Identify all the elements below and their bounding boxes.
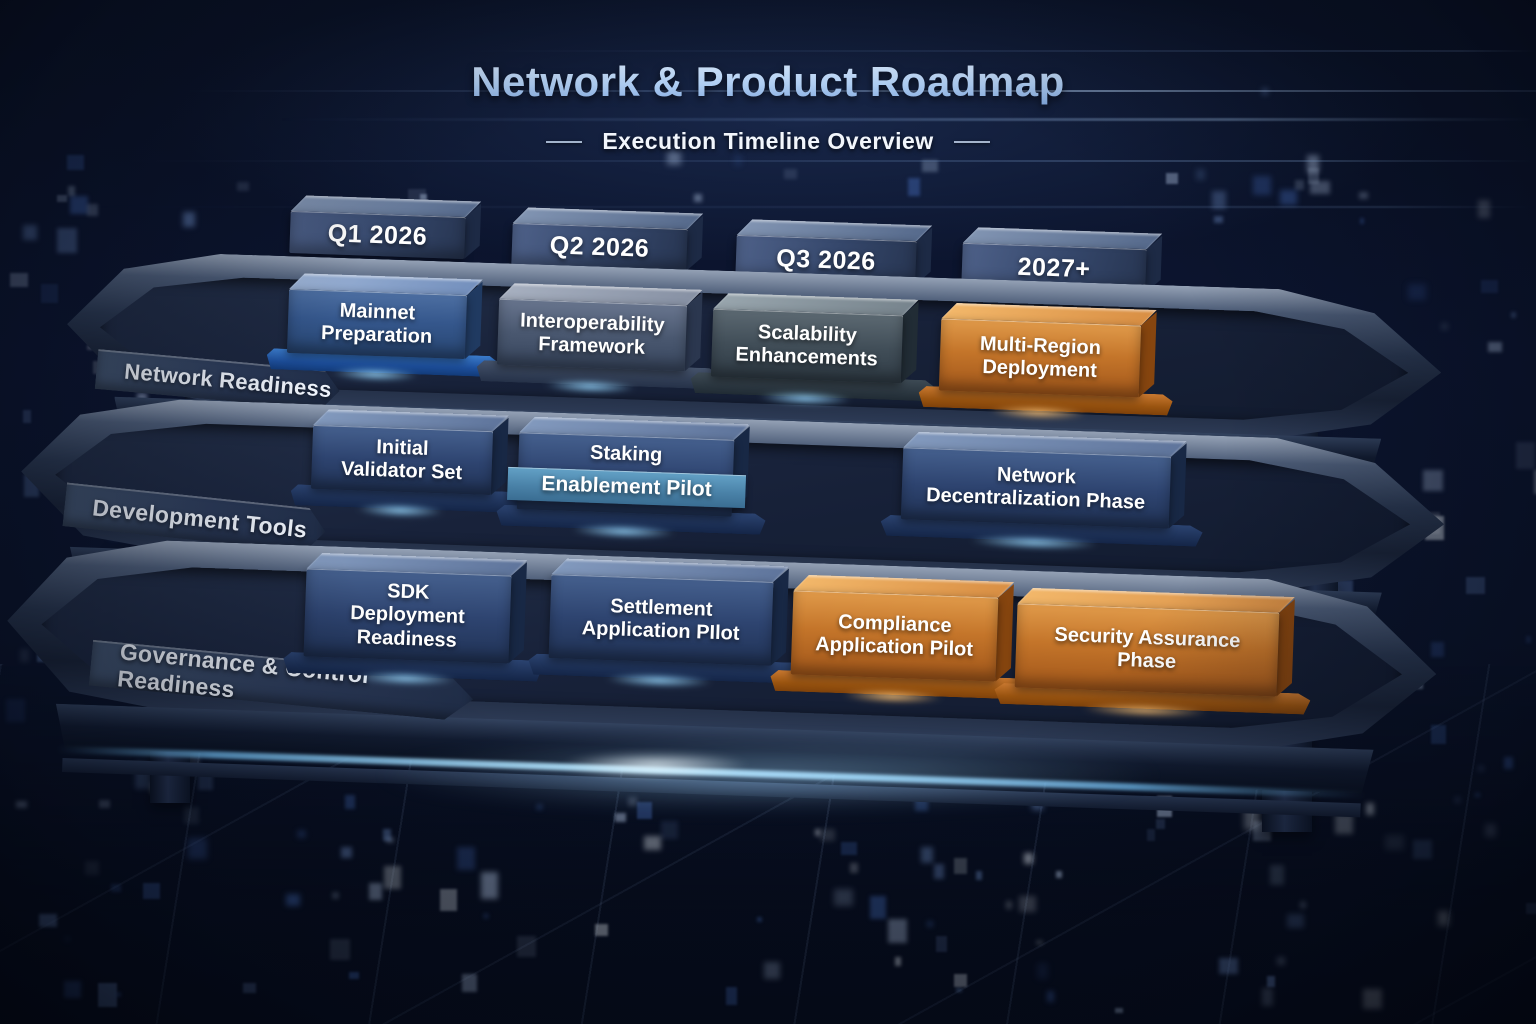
divider-line xyxy=(953,140,990,143)
pixel-square xyxy=(40,283,59,304)
pixel-square xyxy=(1481,279,1499,293)
pixel-square xyxy=(1516,441,1535,470)
quarter-tab-q1-2026: Q1 2026 xyxy=(289,195,482,260)
page-subtitle: Execution Timeline Overview xyxy=(602,128,934,154)
highlight-band: Enablement Pilot xyxy=(507,466,747,509)
page-title: Network & Product Roadmap xyxy=(0,58,1536,106)
subtitle-row: Execution Timeline Overview xyxy=(0,128,1536,155)
block-label: Staking Enablement Pilot xyxy=(507,432,747,517)
divider-line xyxy=(546,140,583,143)
pixel-square xyxy=(1510,311,1516,319)
pixel-square xyxy=(1526,636,1532,643)
block-staking-enablement-pilot: Staking Enablement Pilot xyxy=(507,416,747,540)
floor-glow xyxy=(368,738,1168,812)
pixel-square xyxy=(9,272,29,288)
pixel-square xyxy=(1466,577,1486,595)
quarter-label: Q1 2026 xyxy=(289,210,466,260)
pixel-square xyxy=(1487,341,1502,353)
floor-hotspot xyxy=(560,752,750,778)
